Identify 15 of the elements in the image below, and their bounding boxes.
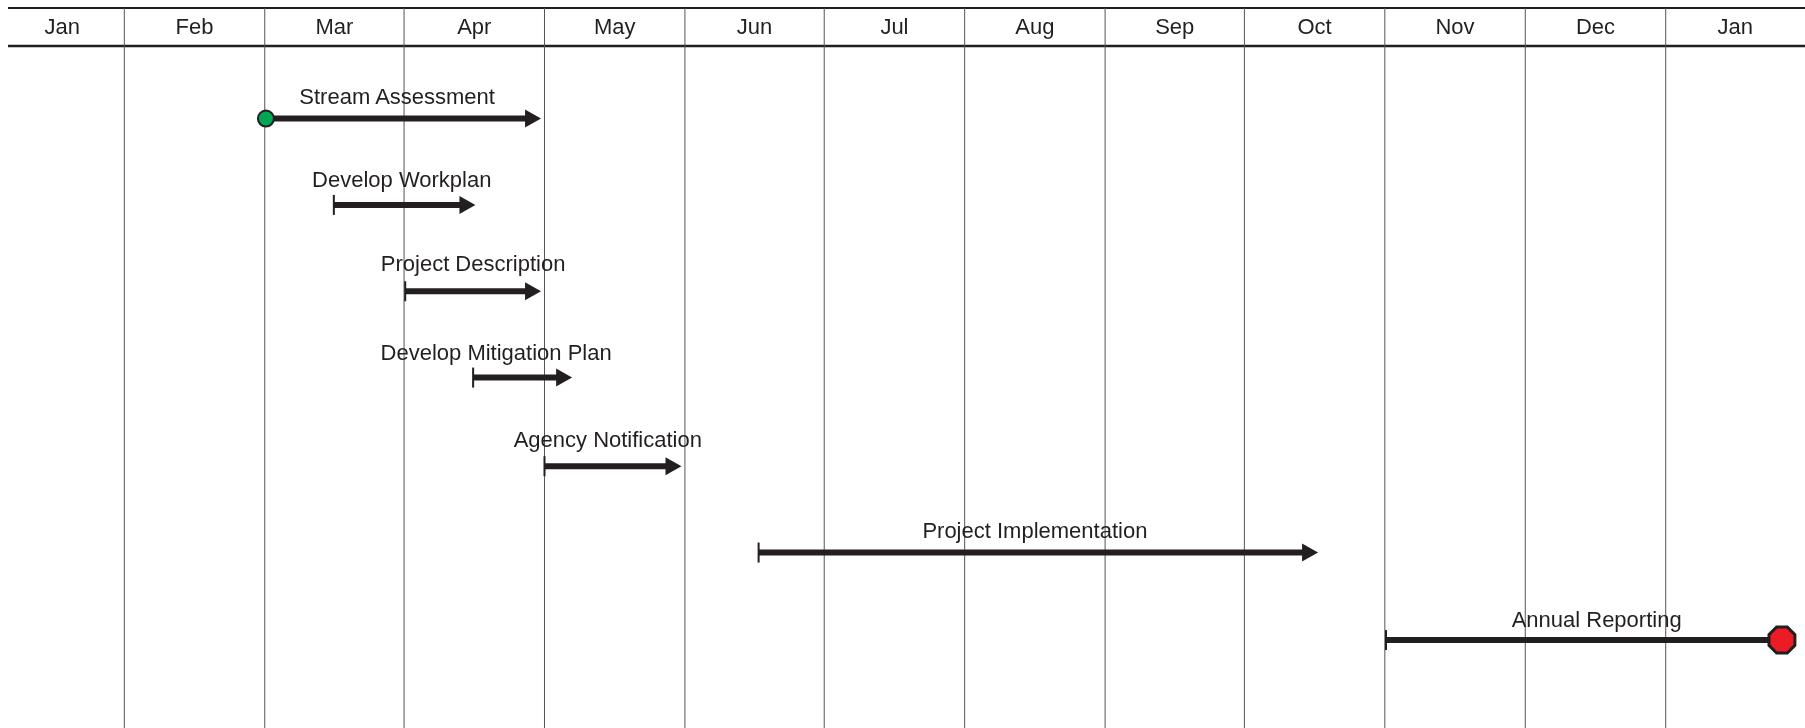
month-label: Jul: [880, 14, 909, 40]
month-label: Feb: [175, 14, 214, 40]
month-label: May: [593, 14, 636, 40]
month-label: Sep: [1155, 14, 1195, 40]
month-label: Oct: [1297, 14, 1332, 40]
month-label: Mar: [315, 14, 354, 40]
task-label: Develop Workplan: [312, 166, 492, 193]
month-label: Nov: [1435, 14, 1475, 40]
task-label: Stream Assessment: [299, 83, 495, 110]
month-label: Apr: [457, 14, 492, 40]
month-label: Aug: [1015, 14, 1055, 40]
month-label: Jan: [1717, 14, 1754, 40]
month-label: Jun: [736, 14, 773, 40]
month-label: Jan: [44, 14, 80, 40]
month-label: Dec: [1575, 14, 1616, 40]
